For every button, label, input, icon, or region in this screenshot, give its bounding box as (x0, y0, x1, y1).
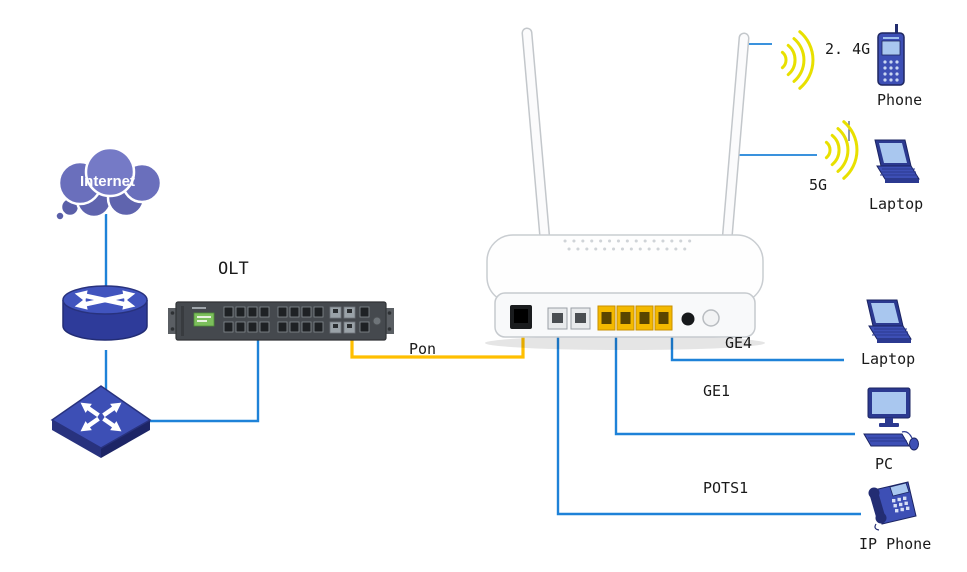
wifi-signal-icon-24g (780, 30, 815, 90)
internet-label: Internet (79, 173, 135, 190)
onu-pon-port (510, 305, 532, 329)
onu-antenna-right (721, 32, 750, 246)
ip-phone-handset (868, 487, 887, 531)
link-pots1 (556, 330, 861, 516)
olt-sfp-ports (223, 306, 324, 333)
wifi-5g-label: 5G (809, 176, 828, 194)
pots1-link-label: POTS1 (703, 479, 749, 497)
mobile-phone-icon (877, 24, 905, 86)
laptop-wifi-label: Laptop (869, 195, 924, 213)
onu-wps-button (702, 309, 720, 327)
onu-antenna-left (521, 27, 551, 246)
laptop-icon (874, 139, 920, 183)
wifi-signal-icon-5g (824, 120, 859, 180)
link-switch-olt (150, 340, 260, 423)
laptop-icon (866, 299, 912, 343)
ip-phone-icon (868, 481, 917, 531)
ip-phone-label: IP Phone (859, 535, 932, 553)
pon-link-label: Pon (409, 340, 437, 358)
wireless-onu-router-icon (485, 27, 765, 350)
phone-label: Phone (877, 91, 923, 109)
ge1-link-label: GE1 (703, 382, 731, 400)
switch-arrows (80, 402, 122, 432)
laptop-lan-label: Laptop (861, 350, 916, 368)
router-icon (62, 285, 148, 341)
wifi-24g-label: 2. 4G (825, 40, 871, 58)
onu-power-jack (681, 312, 695, 326)
olt-chassis-icon (168, 301, 394, 341)
link-ge1 (614, 330, 855, 436)
desktop-pc-icon (863, 387, 919, 451)
pc-label: PC (875, 455, 894, 473)
internet-cloud-icon (54, 146, 163, 222)
link-pon (350, 328, 525, 359)
router-arrows (74, 290, 136, 310)
link-ge4 (670, 330, 844, 362)
onu-pots-ports (547, 307, 591, 330)
olt-label: OLT (218, 259, 249, 279)
onu-lan-ports (597, 305, 673, 331)
olt-uplink-ports (329, 306, 356, 334)
olt-label-sticker (193, 312, 215, 327)
switch-icon (50, 385, 152, 458)
olt-knob (372, 316, 382, 326)
ge4-link-label: GE4 (725, 334, 753, 352)
